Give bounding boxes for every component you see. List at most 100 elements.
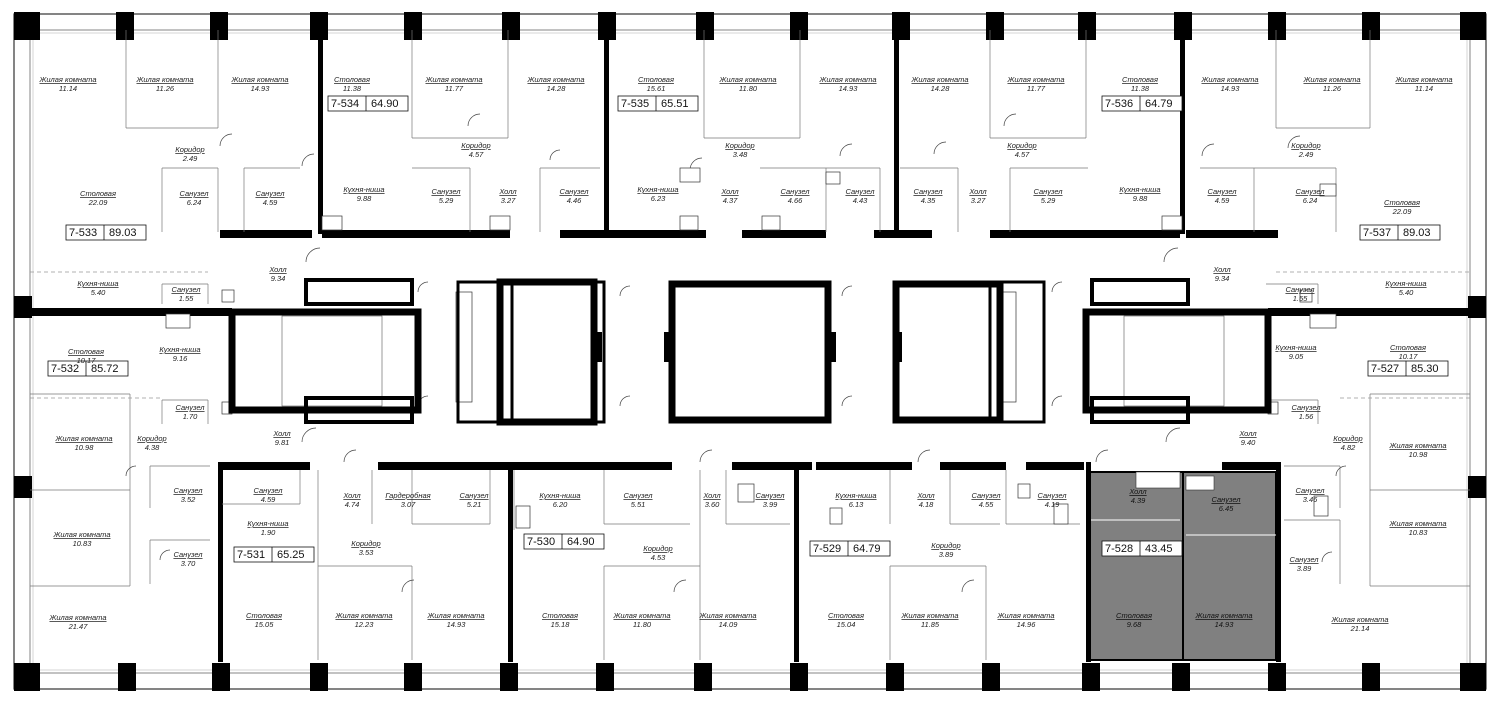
room-name: Коридор: [461, 141, 490, 150]
room-name: Жилая комната: [334, 611, 392, 620]
column: [1078, 12, 1096, 40]
room-area: 9.40: [1241, 438, 1256, 447]
room-area: 2.49: [182, 154, 198, 163]
room-name: Кухня-ниша: [835, 491, 876, 500]
apartment-number: 7-533: [69, 227, 97, 239]
column: [1268, 12, 1286, 40]
room-name: Столовая: [1116, 611, 1152, 620]
apartment-area: 43.45: [1145, 543, 1173, 555]
wall: [508, 462, 513, 662]
room-name: Жилая комната: [1388, 519, 1446, 528]
room-area: 9.16: [173, 354, 188, 363]
room-area: 3.48: [733, 150, 748, 159]
apartment-number: 7-529: [813, 543, 841, 555]
room-area: 1.70: [183, 412, 198, 421]
apartment-area: 65.51: [661, 98, 689, 110]
room-area: 14.93: [1215, 620, 1235, 629]
room-area: 14.93: [447, 620, 467, 629]
column: [1362, 663, 1380, 691]
wall: [894, 30, 899, 234]
room-area: 4.53: [651, 553, 666, 562]
apartment-number: 7-527: [1371, 363, 1399, 375]
room-area: 3.27: [971, 196, 986, 205]
room-area: 3.60: [705, 500, 720, 509]
wall: [30, 308, 232, 316]
room-name: Жилая комната: [48, 613, 106, 622]
room-name: Столовая: [1390, 343, 1426, 352]
wall: [604, 230, 706, 238]
room-name: Жилая комната: [996, 611, 1054, 620]
room-area: 14.28: [547, 84, 567, 93]
column: [500, 663, 518, 691]
fixture: [1161, 215, 1183, 231]
room-area: 4.57: [469, 150, 484, 159]
room-area: 3.07: [401, 500, 416, 509]
room-area: 4.19: [1045, 500, 1060, 509]
room-area: 10.17: [1399, 352, 1419, 361]
room-area: 3.52: [181, 495, 196, 504]
room-name: Коридор: [351, 539, 380, 548]
wall: [1180, 30, 1185, 234]
column: [118, 663, 136, 691]
room-name: Санузел: [559, 187, 589, 196]
room-name: Холл: [916, 491, 935, 500]
room-name: Санузел: [1295, 486, 1325, 495]
room-name: Столовая: [542, 611, 578, 620]
walls: [30, 30, 1470, 662]
room-area: 9.88: [1133, 194, 1148, 203]
room-name: Санузел: [1285, 285, 1315, 294]
column: [1362, 12, 1380, 40]
room-area: 2.49: [1298, 150, 1314, 159]
room-name: Столовая: [638, 75, 674, 84]
room-name: Жилая комната: [38, 75, 96, 84]
room-name: Жилая комната: [698, 611, 756, 620]
room-area: 9.88: [357, 194, 372, 203]
room-area: 1.90: [261, 528, 276, 537]
room-name: Санузел: [1291, 403, 1321, 412]
room-name: Жилая комната: [1394, 75, 1452, 84]
room-area: 4.57: [1015, 150, 1030, 159]
room-area: 21.14: [1350, 624, 1370, 633]
room-area: 6.13: [849, 500, 864, 509]
room-area: 11.14: [59, 84, 77, 93]
column: [14, 663, 40, 691]
room-name: Кухня-ниша: [77, 279, 118, 288]
room-name: Жилая комната: [424, 75, 482, 84]
room-area: 6.45: [1219, 504, 1234, 513]
room-name: Коридор: [931, 541, 960, 550]
room-name: Кухня-ниша: [1385, 279, 1426, 288]
room-name: Санузел: [1211, 495, 1241, 504]
apartment-7-528-highlight: [1089, 471, 1277, 661]
room-name: Жилая комната: [818, 75, 876, 84]
room-name: Жилая комната: [1200, 75, 1258, 84]
room-area: 4.43: [853, 196, 868, 205]
room-name: Жилая комната: [718, 75, 776, 84]
room-area: 11.38: [343, 84, 362, 93]
column: [1468, 476, 1486, 498]
room-area: 5.51: [631, 500, 646, 509]
room-name: Кухня-ниша: [539, 491, 580, 500]
room-area: 3.27: [501, 196, 516, 205]
